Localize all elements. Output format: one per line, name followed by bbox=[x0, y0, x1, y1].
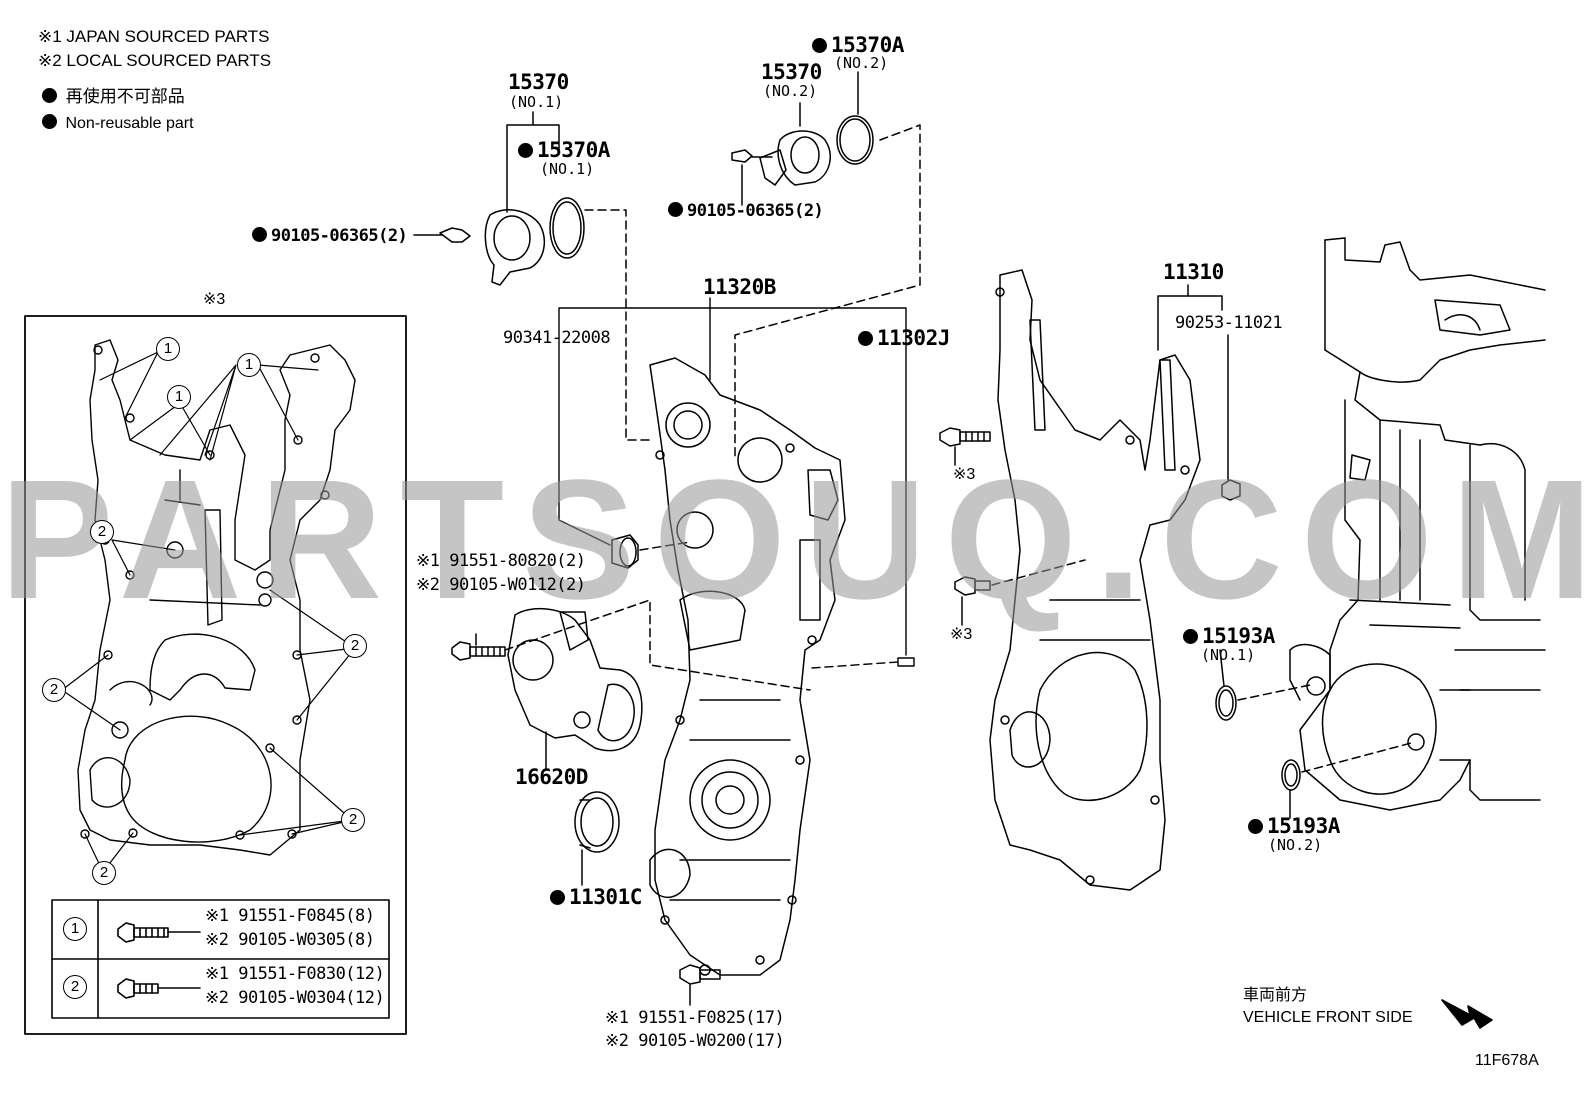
callout-11301C-text: 11301C bbox=[569, 885, 642, 909]
detail-circle-1: 1 bbox=[237, 353, 261, 377]
callout-15193A-no2-sub: (NO.2) bbox=[1268, 836, 1323, 854]
callout-15370A-no1[interactable]: 15370A bbox=[518, 140, 610, 161]
front-direction-arrow bbox=[1441, 999, 1493, 1029]
ref3-label-lower: ※3 bbox=[950, 626, 973, 643]
callout-90105-06365-top[interactable]: 90105-06365(2) bbox=[668, 201, 824, 221]
legend-num-2: 2 bbox=[63, 975, 87, 999]
detail-circle-2: 2 bbox=[90, 520, 114, 544]
note-local-sourced: ※2 LOCAL SOURCED PARTS bbox=[38, 51, 272, 70]
callout-15370A-no2-sub: (NO.2) bbox=[834, 54, 889, 72]
tensioner-16620D-drawing bbox=[451, 599, 811, 771]
part-15370-no2-drawing bbox=[731, 71, 921, 461]
timing-chain-case-11310-drawing bbox=[989, 269, 1223, 891]
callout-15370-no1[interactable]: 15370 bbox=[508, 70, 569, 94]
engine-block-drawing bbox=[1289, 237, 1546, 811]
legend-num-1: 1 bbox=[63, 917, 87, 941]
ref3-label-box: ※3 bbox=[203, 291, 226, 308]
note-japan-sourced: ※1 JAPAN SOURCED PARTS bbox=[38, 27, 270, 46]
callout-90105-W0112[interactable]: ※2 90105-W0112(2) bbox=[416, 575, 586, 595]
direction-label-jp: 車両前方 bbox=[1243, 987, 1308, 1004]
non-reusable-dot-icon bbox=[42, 88, 57, 103]
detail-circle-2: 2 bbox=[341, 808, 365, 832]
callout-11302J[interactable]: 11302J bbox=[858, 328, 950, 349]
callout-91551-80820[interactable]: ※1 91551-80820(2) bbox=[416, 551, 586, 571]
callout-15193A-no1-sub: (NO.1) bbox=[1201, 646, 1256, 664]
watermark-text: PARTSOUQ.COM bbox=[0, 445, 1592, 635]
non-reusable-dot-icon bbox=[550, 890, 565, 905]
callout-90105-06365-left[interactable]: 90105-06365(2) bbox=[252, 226, 408, 246]
detail-circle-2: 2 bbox=[92, 861, 116, 885]
part-15370-no1-drawing bbox=[413, 111, 651, 441]
non-reusable-dot-icon bbox=[42, 114, 57, 129]
detail-box-frame bbox=[24, 315, 407, 1035]
figure-id: 11F678A bbox=[1475, 1052, 1539, 1069]
bracket-11320B bbox=[558, 297, 907, 656]
legend-1-part-local[interactable]: ※2 90105-W0305(8) bbox=[205, 930, 375, 950]
note-non-reusable-en-text: Non-reusable part bbox=[65, 115, 194, 132]
detail-circle-2: 2 bbox=[343, 634, 367, 658]
callout-11302J-text: 11302J bbox=[877, 326, 950, 350]
callout-90105-06365-left-text: 90105-06365(2) bbox=[271, 226, 408, 246]
non-reusable-dot-icon bbox=[668, 202, 683, 217]
non-reusable-dot-icon bbox=[812, 38, 827, 53]
non-reusable-dot-icon bbox=[252, 227, 267, 242]
timing-chain-cover-drawing bbox=[649, 357, 846, 976]
callout-90105-06365-top-text: 90105-06365(2) bbox=[687, 201, 824, 221]
seals-15193A-drawing bbox=[1215, 649, 1416, 819]
callout-15193A-no1[interactable]: 15193A bbox=[1183, 626, 1275, 647]
plug-90341-22008 bbox=[611, 534, 691, 569]
callout-15193A-no2-text: 15193A bbox=[1267, 814, 1340, 838]
ref3-label-upper: ※3 bbox=[953, 466, 976, 483]
callout-90253-11021[interactable]: 90253-11021 bbox=[1175, 313, 1283, 333]
legend-1-part-jp[interactable]: ※1 91551-F0845(8) bbox=[205, 906, 375, 926]
callout-11320B[interactable]: 11320B bbox=[703, 275, 776, 299]
non-reusable-dot-icon bbox=[858, 331, 873, 346]
callout-15370A-no1-text: 15370A bbox=[537, 138, 610, 162]
callout-11301C[interactable]: 11301C bbox=[550, 887, 642, 908]
callout-15370-no1-sub: (NO.1) bbox=[509, 93, 564, 111]
oil-seal-11301C-drawing bbox=[574, 791, 620, 886]
callout-15370A-no2[interactable]: 15370A bbox=[812, 35, 904, 56]
legend-2-part-local[interactable]: ※2 90105-W0304(12) bbox=[205, 988, 385, 1008]
detail-circle-1: 1 bbox=[167, 385, 191, 409]
detail-circle-2: 2 bbox=[42, 678, 66, 702]
callout-90341-22008[interactable]: 90341-22008 bbox=[503, 328, 611, 348]
bolts-ref3-drawing bbox=[939, 427, 1086, 626]
note-non-reusable-en: Non-reusable part bbox=[42, 114, 194, 132]
non-reusable-dot-icon bbox=[1183, 629, 1198, 644]
callout-15193A-no2[interactable]: 15193A bbox=[1248, 816, 1340, 837]
callout-16620D[interactable]: 16620D bbox=[515, 765, 588, 789]
non-reusable-dot-icon bbox=[518, 143, 533, 158]
non-reusable-dot-icon bbox=[1248, 819, 1263, 834]
note-non-reusable-jp-text: 再使用不可部品 bbox=[65, 87, 185, 106]
callout-15193A-no1-text: 15193A bbox=[1202, 624, 1275, 648]
dowel-pin-11302J bbox=[897, 657, 915, 667]
callout-15370A-no1-sub: (NO.1) bbox=[540, 160, 595, 178]
detail-timing-cover bbox=[77, 339, 356, 856]
callout-15370-no2[interactable]: 15370 bbox=[761, 60, 822, 84]
callout-11310[interactable]: 11310 bbox=[1163, 260, 1224, 284]
callout-15370A-no2-text: 15370A bbox=[831, 33, 904, 57]
direction-label-en: VEHICLE FRONT SIDE bbox=[1243, 1009, 1413, 1026]
legend-2-part-jp[interactable]: ※1 91551-F0830(12) bbox=[205, 964, 385, 984]
callout-90105-W0200[interactable]: ※2 90105-W0200(17) bbox=[605, 1031, 785, 1051]
legend-table-lines bbox=[51, 899, 390, 1019]
bolt-91551-F0825-drawing bbox=[679, 964, 721, 1006]
note-non-reusable-jp: 再使用不可部品 bbox=[42, 88, 185, 105]
detail-circle-1: 1 bbox=[156, 337, 180, 361]
plug-90253-11021-drawing bbox=[1221, 334, 1241, 501]
callout-91551-F0825[interactable]: ※1 91551-F0825(17) bbox=[605, 1008, 785, 1028]
callout-15370-no2-sub: (NO.2) bbox=[763, 82, 818, 100]
